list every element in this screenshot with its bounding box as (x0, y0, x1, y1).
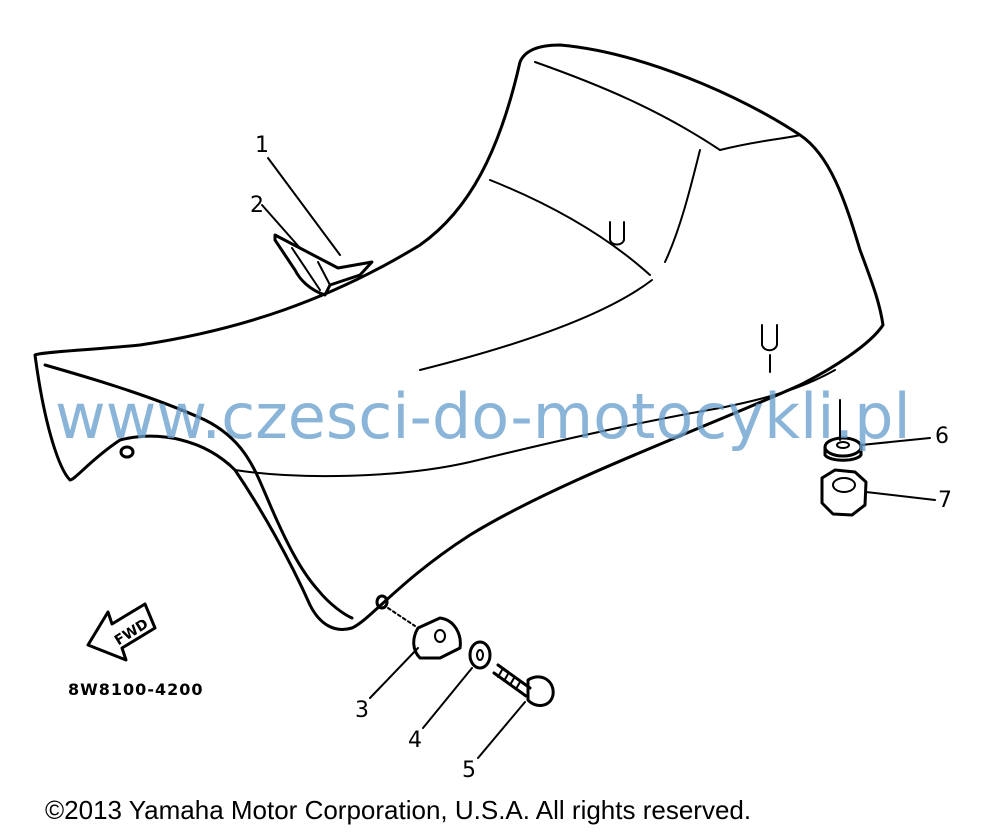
washer-4-hole (476, 649, 484, 661)
hook-mark-rear (761, 324, 778, 373)
seat-ridge-back (719, 134, 801, 151)
watermark: www.czesci-do-motocykli.pl (55, 380, 911, 453)
washer-6-side (823, 445, 863, 462)
copyright-notice: ©2013 Yamaha Motor Corporation, U.S.A. A… (45, 795, 752, 825)
leader-2 (261, 204, 301, 249)
seat-body-outline (33, 43, 885, 631)
seat-step-line (489, 179, 651, 276)
clip-nut-3-hole (434, 629, 446, 643)
seat-side-curve (419, 279, 653, 371)
fwd-arrow: FWD (86, 602, 157, 662)
seat-rim-line (43, 363, 354, 620)
callout-6: 6 (935, 424, 949, 449)
rear-mount-hole (375, 594, 389, 610)
callout-2: 2 (250, 193, 264, 218)
bolt-5-thread (497, 669, 521, 690)
callout-5: 5 (462, 758, 476, 783)
seat-step-curve (664, 149, 701, 263)
leader-3 (369, 647, 419, 699)
seat-skirt-line (234, 369, 836, 478)
washer-6-hole (836, 441, 850, 449)
seat-ridge-front (534, 61, 721, 151)
strap-bracket-detail (291, 247, 331, 291)
bolt-5-head (526, 675, 555, 707)
part-number: 8W8100-4200 (68, 680, 204, 699)
leader-5 (477, 701, 526, 759)
leader-7 (865, 491, 936, 501)
front-mount-hole (119, 445, 135, 459)
leader-1 (267, 157, 341, 256)
washer-4 (468, 640, 492, 670)
clip-nut-3 (412, 616, 462, 660)
hook-mark-center (609, 221, 625, 246)
callout-4: 4 (408, 728, 422, 753)
strap-bracket (273, 233, 374, 297)
nut-7-top (832, 477, 856, 493)
callout-1: 1 (255, 133, 269, 158)
callout-7: 7 (938, 488, 952, 513)
leader-6 (860, 437, 931, 446)
dash-3 (387, 607, 416, 627)
callout-3: 3 (355, 698, 369, 723)
nut-7 (820, 468, 868, 517)
leader-4 (422, 667, 473, 729)
